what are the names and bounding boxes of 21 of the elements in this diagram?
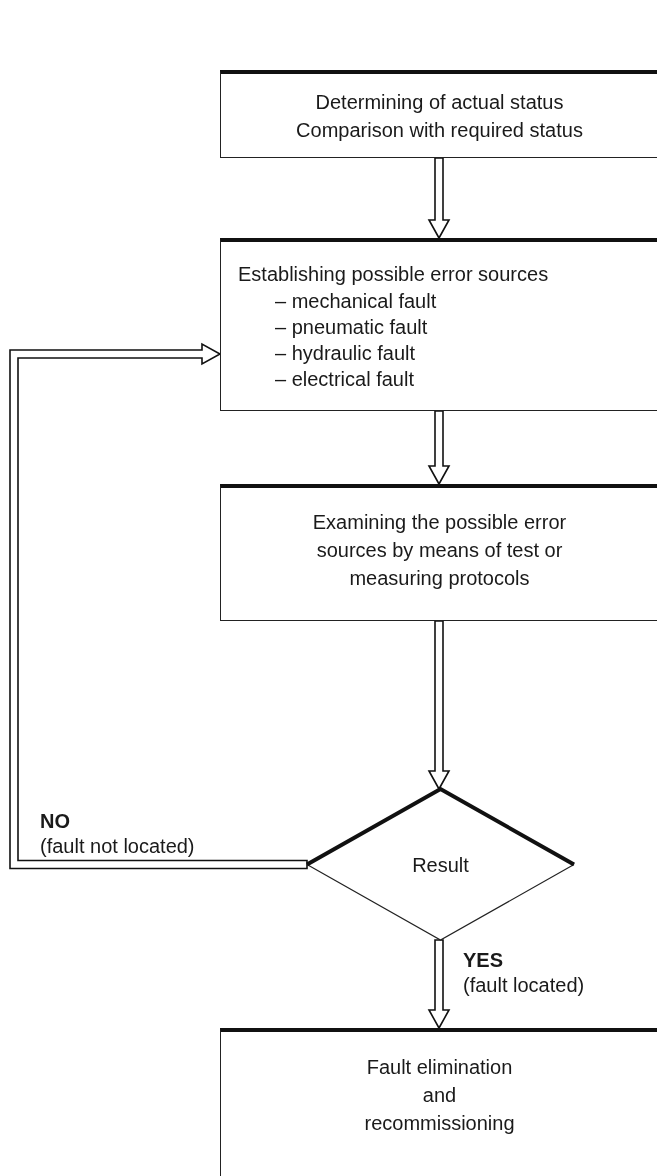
hollow-arrow bbox=[427, 620, 451, 791]
list-item: – mechanical fault bbox=[274, 289, 438, 314]
list-item: – hydraulic fault bbox=[274, 341, 417, 366]
edge-label: YES (fault located) bbox=[463, 948, 585, 998]
step-text: Comparison with required status bbox=[296, 117, 583, 143]
hollow-arrow bbox=[427, 157, 451, 240]
hollow-arrow bbox=[9, 342, 308, 870]
list-item: – pneumatic fault bbox=[274, 315, 429, 340]
list-item: – electrical fault bbox=[274, 367, 415, 392]
process-box bbox=[220, 1028, 657, 1176]
process-box bbox=[220, 238, 657, 411]
step-text: Examining the possible error sources by means of test or measuring protocols bbox=[311, 510, 568, 591]
decision-text: Result bbox=[411, 852, 470, 878]
process-box bbox=[220, 70, 657, 158]
step-text: Fault elimination and recommissioning bbox=[363, 1055, 516, 1136]
hollow-arrow bbox=[427, 939, 451, 1030]
branch-label: NO (fault not located) bbox=[40, 809, 195, 859]
process-box bbox=[220, 484, 657, 621]
step-text: Determining of actual status bbox=[315, 89, 564, 115]
hollow-arrow bbox=[427, 410, 451, 486]
step-text: Establishing possible error sources bbox=[237, 262, 550, 287]
